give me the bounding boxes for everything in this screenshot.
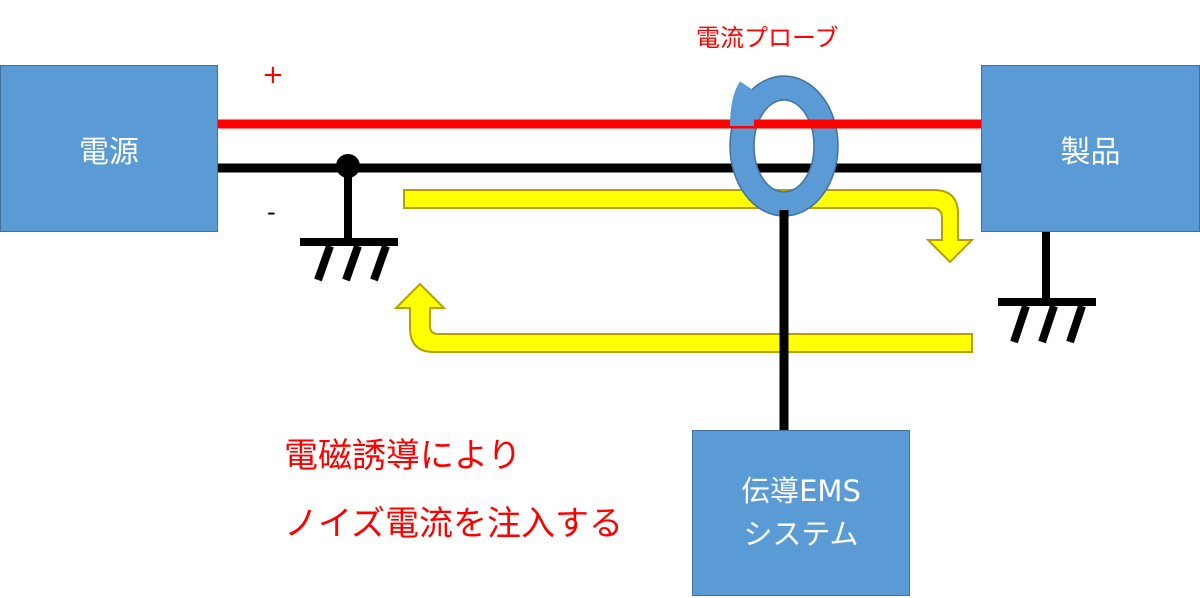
current-probe-label: 電流プローブ [696, 24, 839, 52]
ems-system-box: 伝導EMS システム [692, 430, 910, 596]
noise-current-arrow-return [393, 282, 973, 353]
current-probe-ring-inner-outline [753, 99, 815, 193]
ems-system-label-line2: システム [743, 517, 859, 551]
current-probe-ring-front [730, 81, 761, 127]
product-label: 製品 [1060, 134, 1121, 170]
ground-symbol-left [300, 238, 398, 282]
minus-label: - [267, 198, 276, 226]
power-supply-box: 電源 [0, 65, 218, 232]
product-box: 製品 [981, 65, 1200, 232]
junction-dot [336, 154, 360, 178]
ems-system-label-line1: 伝導EMS [741, 473, 861, 508]
ground-symbol-right [998, 298, 1096, 344]
note-line2: ノイズ電流を注入する [284, 504, 623, 544]
noise-current-arrow-forward [403, 189, 975, 264]
plus-label: + [262, 60, 284, 90]
current-probe-ring [730, 76, 838, 216]
note-line1: 電磁誘導により [284, 436, 522, 476]
power-supply-label: 電源 [79, 134, 139, 170]
